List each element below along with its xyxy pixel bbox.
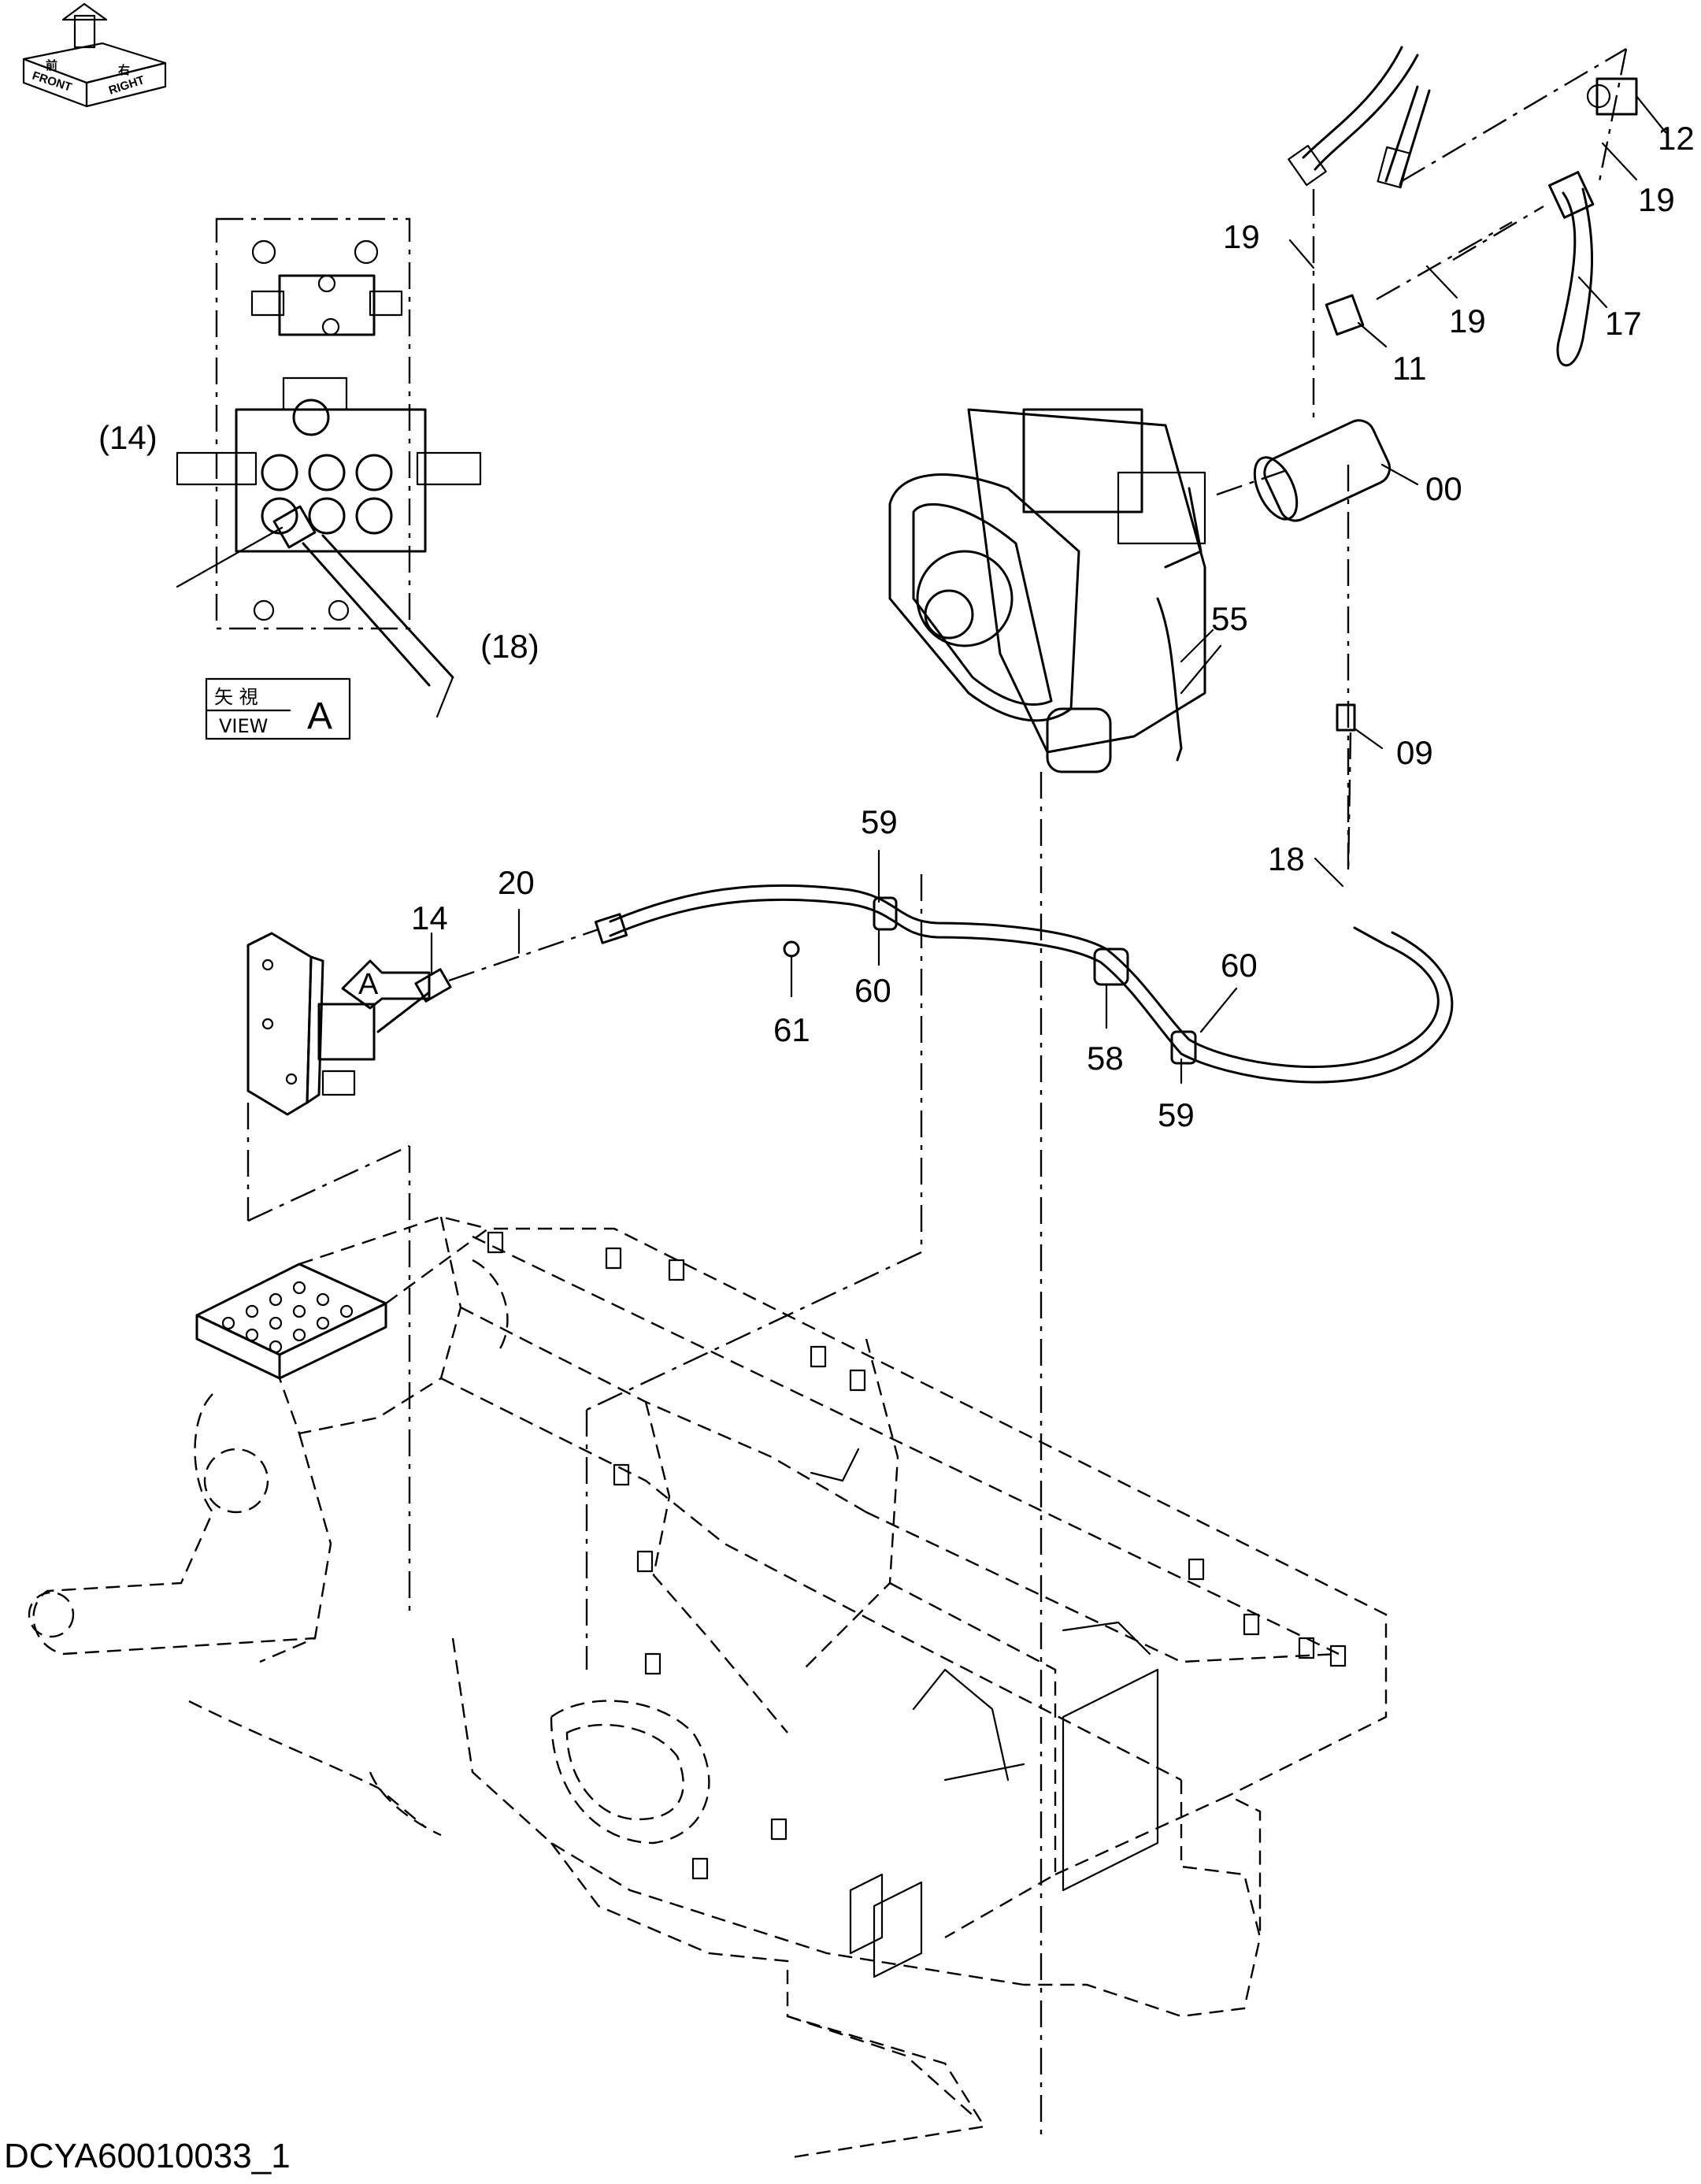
upper-frame xyxy=(28,1215,1388,2160)
callout-19: 19 xyxy=(1449,302,1486,339)
engine-pump-unit xyxy=(888,408,1292,773)
callout-labels: 12 19 19 19 17 11 00 55 09 18 60 59 60 5… xyxy=(411,120,1695,1133)
callout-60: 60 xyxy=(1221,947,1258,984)
callout-14-ref: (14) xyxy=(98,419,158,456)
callout-61: 61 xyxy=(773,1011,810,1048)
view-box xyxy=(205,677,351,740)
orientation-right-kanji: 右 xyxy=(118,63,130,77)
view-marker-a xyxy=(341,959,431,1010)
view-box-letter: A xyxy=(307,695,332,737)
callout-60: 60 xyxy=(854,972,891,1009)
view-box-word: VIEW xyxy=(219,715,268,737)
callout-20: 20 xyxy=(498,864,535,901)
callout-55: 55 xyxy=(1211,600,1248,637)
chain-lines xyxy=(246,772,1043,2142)
hydraulic-hose-20 xyxy=(376,732,1454,1084)
orientation-icon: FRONT RIGHT 前 右 xyxy=(22,2,167,108)
callout-59: 59 xyxy=(861,803,898,840)
callout-19: 19 xyxy=(1223,218,1260,255)
callout-59: 59 xyxy=(1158,1096,1195,1133)
callout-17: 17 xyxy=(1605,305,1642,342)
callout-18-ref: (18) xyxy=(480,628,539,665)
callout-19: 19 xyxy=(1638,181,1675,218)
callout-leaders xyxy=(430,95,1667,1085)
upper-hose-assembly xyxy=(1253,46,1638,874)
view-marker-letter: A xyxy=(358,968,379,1001)
callout-58: 58 xyxy=(1087,1040,1124,1077)
view-box-kanji: 矢 視 xyxy=(214,686,258,708)
orientation-front-label: FRONT xyxy=(31,69,73,95)
drawing-id: DCYA60010033_1 xyxy=(4,2137,291,2175)
callout-18: 18 xyxy=(1268,840,1305,877)
callout-11: 11 xyxy=(1392,350,1427,387)
callout-09: 09 xyxy=(1396,734,1433,771)
callout-12: 12 xyxy=(1658,120,1695,157)
callout-00: 00 xyxy=(1425,470,1462,507)
callout-14: 14 xyxy=(411,899,448,936)
orientation-front-kanji: 前 xyxy=(46,58,57,72)
view-a-inset: (14) (18) 矢 視 VIEW A xyxy=(98,217,539,740)
pilot-valve-view-a: A xyxy=(246,932,431,1116)
